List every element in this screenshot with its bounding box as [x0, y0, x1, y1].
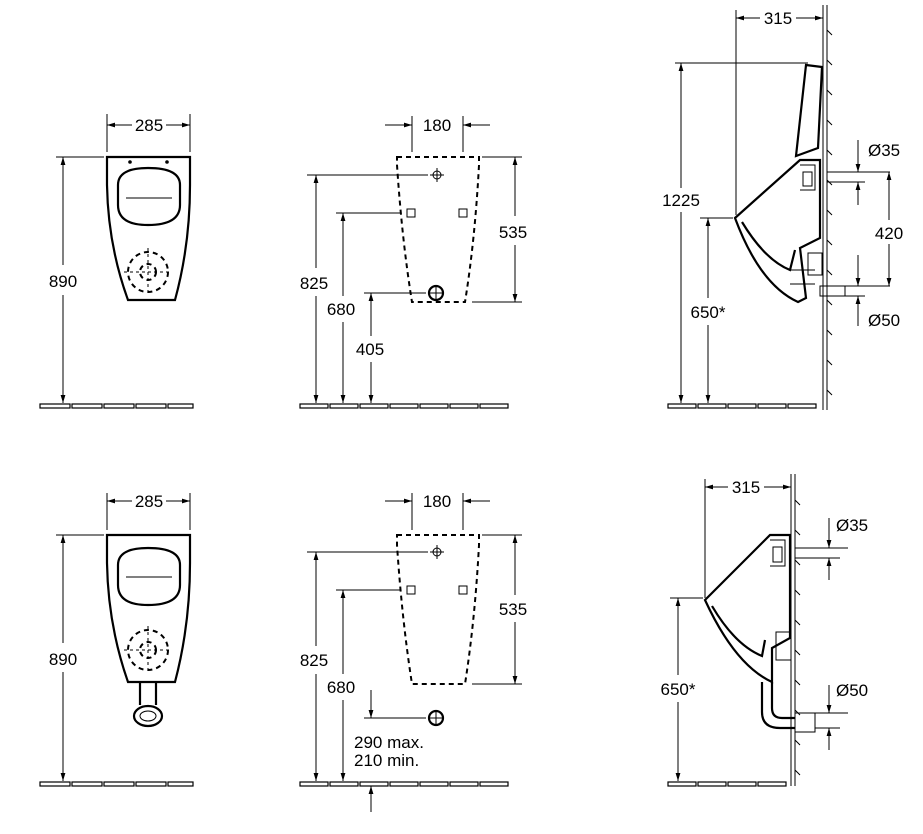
floor-tiles — [667, 403, 817, 409]
floor-tiles — [39, 781, 194, 787]
top-plan-outlet-label: 405 — [356, 340, 384, 359]
top-side-spacing-label: 420 — [875, 224, 903, 243]
bottom-plan-fixing-label: 680 — [327, 678, 355, 697]
bottom-plan-outlet-max-label: 290 max. — [354, 733, 424, 752]
bottom-side-outlet-label: Ø50 — [836, 681, 868, 700]
floor-tiles — [299, 781, 509, 787]
bottom-front-width-label: 285 — [135, 492, 163, 511]
bottom-side-rim-label: 650* — [661, 680, 696, 699]
bottom-plan-height-label: 535 — [499, 600, 527, 619]
bottom-plan-width-label: 180 — [423, 492, 451, 511]
bottom-front-height-label: 890 — [49, 650, 77, 669]
floor-tiles — [667, 781, 787, 787]
floor-tiles — [299, 403, 509, 409]
floor-tiles — [39, 403, 194, 409]
top-plan-width-label: 180 — [423, 116, 451, 135]
crosshair-icon — [430, 168, 444, 182]
bottom-mounting-plan: 180 535 825 680 290 max. 210 min. — [300, 492, 527, 812]
top-side-depth-label: 315 — [764, 9, 792, 28]
top-front-height-label: 890 — [49, 272, 77, 291]
top-side-inlet-label: Ø35 — [868, 141, 900, 160]
bottom-plan-total-label: 825 — [300, 651, 328, 670]
crosshair-icon — [430, 545, 444, 559]
bottom-front-view: 285 890 — [49, 492, 192, 781]
top-plan-height-label: 535 — [499, 223, 527, 242]
top-front-view: 285 890 — [49, 114, 192, 403]
bottom-plan-outlet-min-label: 210 min. — [354, 751, 419, 770]
top-side-view: Ø35 Ø50 420 315 1225 650* — [662, 5, 903, 410]
top-mounting-plan: 180 535 825 680 405 — [300, 116, 527, 403]
top-front-width-label: 285 — [135, 116, 163, 135]
top-side-rim-label: 650* — [691, 303, 726, 322]
top-plan-total-label: 825 — [300, 274, 328, 293]
bottom-side-view: Ø35 Ø50 315 650* — [661, 474, 868, 786]
bottom-side-depth-label: 315 — [732, 478, 760, 497]
top-plan-fixing-label: 680 — [327, 300, 355, 319]
top-side-outlet-label: Ø50 — [868, 311, 900, 330]
bottom-side-inlet-label: Ø35 — [836, 516, 868, 535]
top-side-total-label: 1225 — [662, 191, 700, 210]
